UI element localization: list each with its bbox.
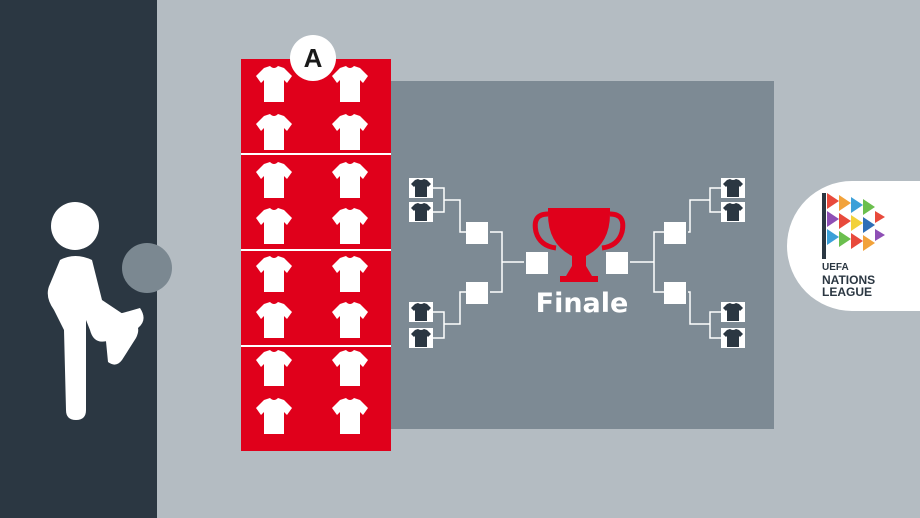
finale-label: Finale (535, 288, 629, 319)
logo-line-league: LEAGUE (822, 285, 873, 299)
uefa-nations-league-logo (787, 181, 920, 311)
logo-line-uefa: UEFA (822, 262, 849, 273)
ball-icon (122, 243, 172, 293)
trophy-icon (532, 208, 626, 282)
logo-line-nations: NATIONS (822, 273, 876, 287)
logo-mosaic (822, 193, 885, 259)
logo-wordmark: UEFA NATIONS LEAGUE (822, 262, 902, 298)
group-letter-badge: A (290, 35, 336, 81)
player-kicking-icon (47, 202, 144, 420)
